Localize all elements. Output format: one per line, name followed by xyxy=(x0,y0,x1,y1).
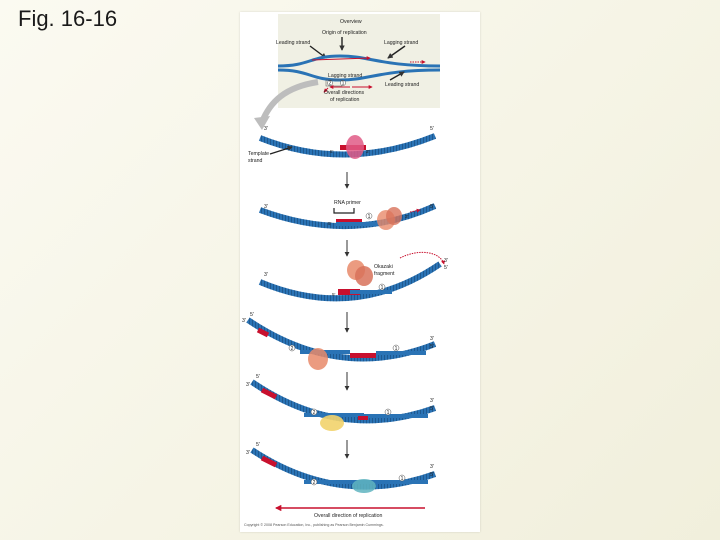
s6-num2: 2 xyxy=(313,480,316,486)
s5-step2-marker xyxy=(310,408,318,416)
leading-strand-label-left: Leading strand xyxy=(276,40,310,46)
s4-step2-marker xyxy=(288,344,296,352)
s1-template-ticks xyxy=(258,133,437,158)
s2-step-marker xyxy=(365,212,373,220)
leading-arrow-left xyxy=(309,45,327,59)
s4-3prime-far: 3' xyxy=(242,318,246,324)
s4-3prime-right: 3' xyxy=(430,336,434,342)
lagging-strand-label-center: Lagging strand xyxy=(328,73,362,79)
step-4: 3' 5' 2 1 3' 5' xyxy=(242,312,437,370)
s6-3prime-far: 3' xyxy=(246,450,250,456)
step-2: 3' RNA primer 1 3' 5' 5' xyxy=(258,200,437,230)
s2-3prime-right: 3' xyxy=(405,214,409,219)
s3-polymerase-b xyxy=(355,266,373,286)
s5-num2: 2 xyxy=(313,410,316,416)
s3-num: 1 xyxy=(381,285,384,291)
s5-3prime-far: 3' xyxy=(246,382,250,388)
s3-okazaki-label-2: fragment xyxy=(374,271,395,277)
replication-diagram: Overview Origin of replication Leading s… xyxy=(242,14,448,527)
s1-primase xyxy=(346,135,364,159)
leading-strand-label-right: Leading strand xyxy=(385,82,419,88)
s5-fragment-2 xyxy=(304,413,364,417)
s2-num: 1 xyxy=(368,214,371,220)
overview-lagging-arrow xyxy=(323,87,329,93)
s1-5prime-right: 5' xyxy=(430,126,434,132)
s6-5prime-right: 5' xyxy=(430,472,434,478)
zoom-arrow-body xyxy=(259,79,319,124)
s5-5prime-right: 5' xyxy=(430,406,434,412)
step-1: 3' 5' 5' 3' Template strand xyxy=(248,126,437,164)
step-3: 3' Okazaki fragment 1 5' 3' 5' xyxy=(258,251,448,302)
lagging-strand-label-right: Lagging strand xyxy=(384,40,418,46)
s4-primer-mid xyxy=(350,353,376,358)
s5-num1: 1 xyxy=(387,410,390,416)
slide-title: Fig. 16-16 xyxy=(18,6,118,31)
s4-5prime-top: 5' xyxy=(250,312,254,318)
copyright-text: Copyright © 2008 Pearson Education, Inc.… xyxy=(244,523,384,527)
s3-5prime-in: 5' xyxy=(332,292,336,297)
s5-primer-remaining xyxy=(358,416,368,420)
overview-panel: Overview Origin of replication Leading s… xyxy=(276,14,441,108)
s5-fragment-1 xyxy=(364,414,428,418)
s3-rna-primer xyxy=(338,289,360,295)
overall-directions-label: Overall directions xyxy=(324,90,364,96)
s1-3prime-in: 3' xyxy=(366,149,370,154)
s3-okazaki-label: Okazaki xyxy=(374,264,393,270)
leading-arrow-right xyxy=(389,71,405,81)
lagging-arrow-right xyxy=(387,45,406,59)
s3-arrow xyxy=(399,251,445,265)
s3-3prime-left: 3' xyxy=(264,272,268,278)
s6-step2-marker xyxy=(310,478,318,486)
overall-directions-label-2: of replication xyxy=(330,97,360,103)
s6-primer-left xyxy=(260,455,278,468)
s1-template-arrow xyxy=(269,145,293,155)
s5-3prime-right: 3' xyxy=(430,398,434,404)
overview-heading: Overview xyxy=(340,19,362,25)
s6-num1: 1 xyxy=(401,476,404,482)
s4-5prime-right: 5' xyxy=(430,344,434,350)
s4-num2: 2 xyxy=(291,346,294,352)
s1-template-label-2: strand xyxy=(248,158,263,164)
s4-step1-marker xyxy=(392,344,400,352)
s4-primer-left xyxy=(256,327,270,338)
s3-3prime-right: 3' xyxy=(444,258,448,264)
s3-template-ticks xyxy=(258,261,442,302)
step-6: 3' 5' 2 1 3' 5' xyxy=(246,442,437,493)
s3-5prime-right: 5' xyxy=(444,265,448,271)
s6-5prime-top: 5' xyxy=(256,442,260,448)
s5-5prime-top: 5' xyxy=(256,374,260,380)
overview-step1-marker xyxy=(340,80,346,86)
s1-3prime-left: 3' xyxy=(264,126,268,132)
s6-step1-marker xyxy=(398,474,406,482)
figure-panel: Overview Origin of replication Leading s… xyxy=(240,12,480,532)
overall-direction-label: Overall direction of replication xyxy=(314,513,382,519)
s2-new-dna xyxy=(336,222,376,226)
s1-5prime-in: 5' xyxy=(330,149,334,154)
s6-dna-ligase xyxy=(352,479,376,493)
s3-okazaki-fragment xyxy=(350,290,392,294)
overview-num2: 2 xyxy=(329,81,332,87)
s2-5prime-left: 5' xyxy=(328,221,332,226)
s2-3prime-left: 3' xyxy=(264,204,268,210)
s2-5prime-right: 5' xyxy=(430,204,434,210)
s2-rna-primer-label: RNA primer xyxy=(334,200,361,206)
s2-polymerase-b xyxy=(386,207,402,225)
overview-num1: 1 xyxy=(342,81,345,87)
s4-fragment-1 xyxy=(376,351,426,355)
s2-arrow xyxy=(409,208,421,213)
s6-3prime-right: 3' xyxy=(430,464,434,470)
s1-template-label: Template xyxy=(248,151,269,157)
zoom-arrow-head xyxy=(254,116,270,130)
s4-polymerase xyxy=(308,348,328,370)
s2-primer-bracket xyxy=(333,208,355,214)
s3-step-marker xyxy=(378,283,386,291)
s4-num1: 1 xyxy=(395,346,398,352)
s5-dna-pol-I xyxy=(320,415,344,431)
overview-top-strand xyxy=(277,54,441,68)
step-5: 3' 5' 2 1 3' 5' xyxy=(246,374,437,431)
origin-label: Origin of replication xyxy=(322,30,367,36)
s5-primer-left xyxy=(260,387,278,400)
overview-leading-new xyxy=(311,56,371,61)
s5-step1-marker xyxy=(384,408,392,416)
